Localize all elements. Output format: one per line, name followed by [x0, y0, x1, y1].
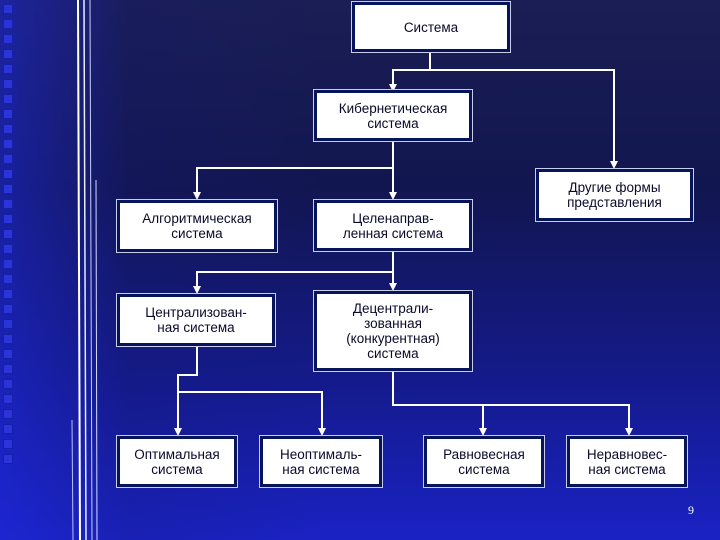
node-other-forms-label: Другие формы представления: [567, 180, 662, 210]
decorative-square: [3, 379, 13, 389]
decorative-square: [3, 184, 13, 194]
node-centralized: Централизован- ная система: [117, 294, 275, 346]
decorative-square: [3, 169, 13, 179]
node-nonoptimal: Неоптималь- ная система: [260, 436, 382, 487]
decorative-stripes: [71, 0, 98, 540]
node-equilibrium-label: Равновесная система: [443, 446, 525, 477]
decorative-square: [3, 394, 13, 404]
decorative-square: [3, 319, 13, 329]
decorative-square: [3, 4, 13, 14]
decorative-square: [3, 199, 13, 209]
decorative-square: [3, 289, 13, 299]
decorative-squares: [3, 0, 17, 540]
node-centralized-label: Централизован- ная система: [145, 305, 247, 335]
decorative-square: [3, 94, 13, 104]
edge-system-other-forms: [430, 69, 618, 169]
edge-system-cybernetic: [389, 52, 431, 92]
decorative-square: [3, 34, 13, 44]
decorative-square: [3, 439, 13, 449]
node-optimal-label: Оптимальная система: [134, 446, 220, 477]
edge-goal-centralized: [193, 271, 393, 294]
decorative-square: [3, 124, 13, 134]
decorative-square: [3, 244, 13, 254]
decorative-square: [3, 139, 13, 149]
decorative-square: [3, 79, 13, 89]
decorative-square: [3, 49, 13, 59]
edge-centralized-nonoptimal: [178, 391, 326, 436]
node-cybernetic: Кибернетическая система: [314, 90, 472, 141]
decorative-square: [3, 454, 13, 464]
edge-cybernetic-algorithmic: [193, 167, 393, 200]
decorative-square: [3, 304, 13, 314]
page-number: 9: [688, 503, 694, 517]
node-algorithmic-label: Алгоритмическая система: [142, 211, 252, 241]
decorative-square: [3, 109, 13, 119]
node-nonequilibrium-label: Неравновес- ная система: [586, 446, 668, 477]
edge-decentralized-split: [392, 371, 633, 436]
decorative-square: [3, 19, 13, 29]
edge-centralized-optimal: [174, 346, 198, 436]
node-algorithmic: Алгоритмическая система: [117, 200, 277, 252]
decorative-square: [3, 334, 13, 344]
decorative-square: [3, 364, 13, 374]
node-optimal: Оптимальная система: [117, 436, 237, 487]
node-goal-directed-label: Целенаправ- ленная система: [342, 210, 444, 241]
decorative-square: [3, 64, 13, 74]
node-decentralized: Децентрали- зованная (конкурентная) сист…: [314, 291, 472, 371]
decorative-square: [3, 259, 13, 269]
node-system: Система: [352, 2, 510, 52]
node-equilibrium: Равновесная система: [424, 436, 544, 487]
decorative-square: [3, 274, 13, 284]
decorative-square: [3, 214, 13, 224]
node-other-forms: Другие формы представления: [536, 169, 693, 221]
node-goal-directed: Целенаправ- ленная система: [314, 200, 472, 251]
decorative-square: [3, 409, 13, 419]
node-cybernetic-label: Кибернетическая система: [338, 100, 448, 131]
node-nonequilibrium: Неравновес- ная система: [567, 436, 687, 487]
node-decentralized-label: Децентрали- зованная (конкурентная) сист…: [346, 301, 440, 361]
decorative-square: [3, 229, 13, 239]
node-system-label: Система: [403, 19, 459, 35]
node-nonoptimal-label: Неоптималь- ная система: [280, 446, 362, 477]
decorative-square: [3, 349, 13, 359]
decorative-square: [3, 154, 13, 164]
decorative-square: [3, 424, 13, 434]
